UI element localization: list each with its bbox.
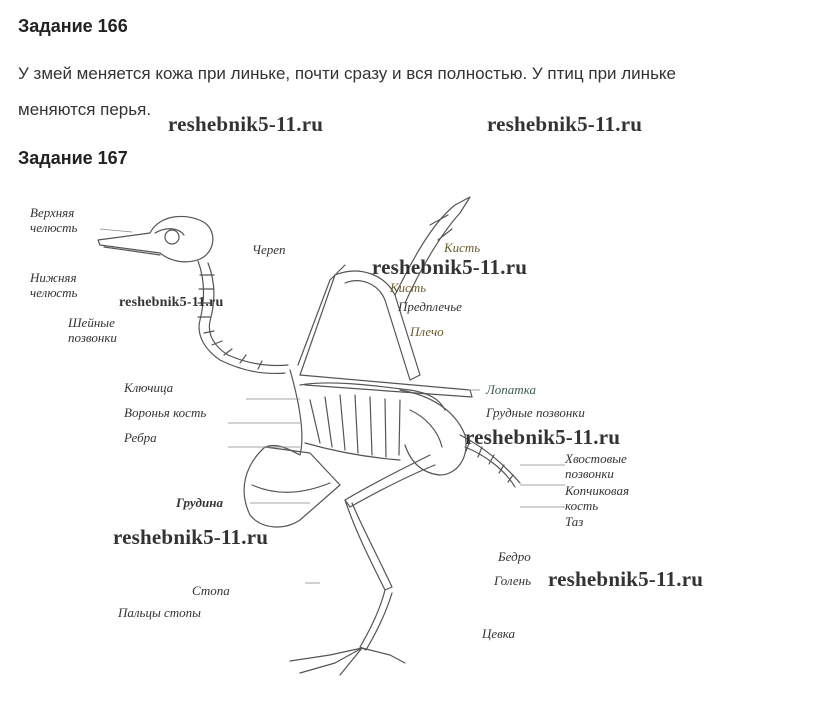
label-neck-line2: позвонки xyxy=(68,330,117,345)
bird-skeleton-drawing xyxy=(97,196,565,676)
task166-answer: У змей меняется кожа при линьке, почти с… xyxy=(18,56,798,128)
label-thoracic-vertebrae: Грудные позвонки xyxy=(486,405,585,420)
label-thoracic-a: Грудные xyxy=(486,405,533,420)
task166-title: Задание 166 xyxy=(18,16,128,36)
label-tail-line1: Хвостовые xyxy=(565,451,627,466)
watermark: reshebnik5-11.ru xyxy=(113,525,269,549)
label-foot: Стопа xyxy=(192,583,230,598)
watermark: reshebnik5-11.ru xyxy=(119,295,224,310)
sternum-bone xyxy=(243,446,341,528)
label-clavicle: Ключица xyxy=(124,380,174,395)
label-shin: Голень xyxy=(494,573,532,588)
label-scapula: Лопатка xyxy=(486,382,536,397)
watermark: reshebnik5-11.ru xyxy=(465,425,621,449)
label-forearm: Предплечье xyxy=(398,299,462,314)
label-hand-2: Кисть xyxy=(390,280,427,295)
tarsus-bone xyxy=(359,589,393,651)
label-coracoid: Воронья кость xyxy=(124,405,207,420)
humerus xyxy=(297,264,346,376)
tibia-bone xyxy=(344,499,393,591)
tail-vertebrae xyxy=(465,440,514,483)
label-ribs: Ребра xyxy=(124,430,157,445)
watermark: reshebnik5-11.ru xyxy=(487,112,643,136)
label-femur: Бедро xyxy=(498,549,531,564)
pelvis-bone xyxy=(399,389,467,476)
task166-line2: меняются перья. xyxy=(18,100,152,119)
label-upper-jaw-line2: челюсть xyxy=(30,220,78,235)
femur-bone xyxy=(344,454,436,508)
label-thoracic-b: позвонки xyxy=(535,405,585,420)
label-tarsus: Цевка xyxy=(482,626,516,641)
toes-bones xyxy=(289,647,406,676)
task167-title: Задание 167 xyxy=(18,148,128,168)
watermark: reshebnik5-11.ru xyxy=(168,112,324,136)
label-skull: Череп xyxy=(252,242,286,257)
label-lower-jaw-line1: Нижняя xyxy=(30,270,77,285)
watermark: reshebnik5-11.ru xyxy=(548,567,704,591)
label-lower-jaw-line2: челюсть xyxy=(30,285,78,300)
label-neck-line1: Шейные xyxy=(68,315,115,330)
watermark: reshebnik5-11.ru xyxy=(372,255,528,279)
label-sternum: Грудина xyxy=(176,495,223,510)
hand-bones xyxy=(394,196,471,304)
label-toes: Пальцы стопы xyxy=(118,605,201,620)
label-shoulder: Плечо xyxy=(410,324,444,339)
task166-line1: У змей меняется кожа при линьке, почти с… xyxy=(18,64,677,83)
label-tail-line2: позвонки xyxy=(565,466,614,481)
label-pygostyle-line1: Копчиковая xyxy=(565,483,630,498)
forearm-bones xyxy=(334,270,421,381)
scapula-bone xyxy=(299,374,473,398)
label-pelvis: Таз xyxy=(565,514,584,529)
label-pygostyle-line2: кость xyxy=(565,498,599,513)
label-hand-1: Кисть xyxy=(444,240,481,255)
label-upper-jaw-line1: Верхняя xyxy=(30,205,75,220)
skull-shape xyxy=(97,215,214,263)
ribs-lines xyxy=(309,394,401,458)
